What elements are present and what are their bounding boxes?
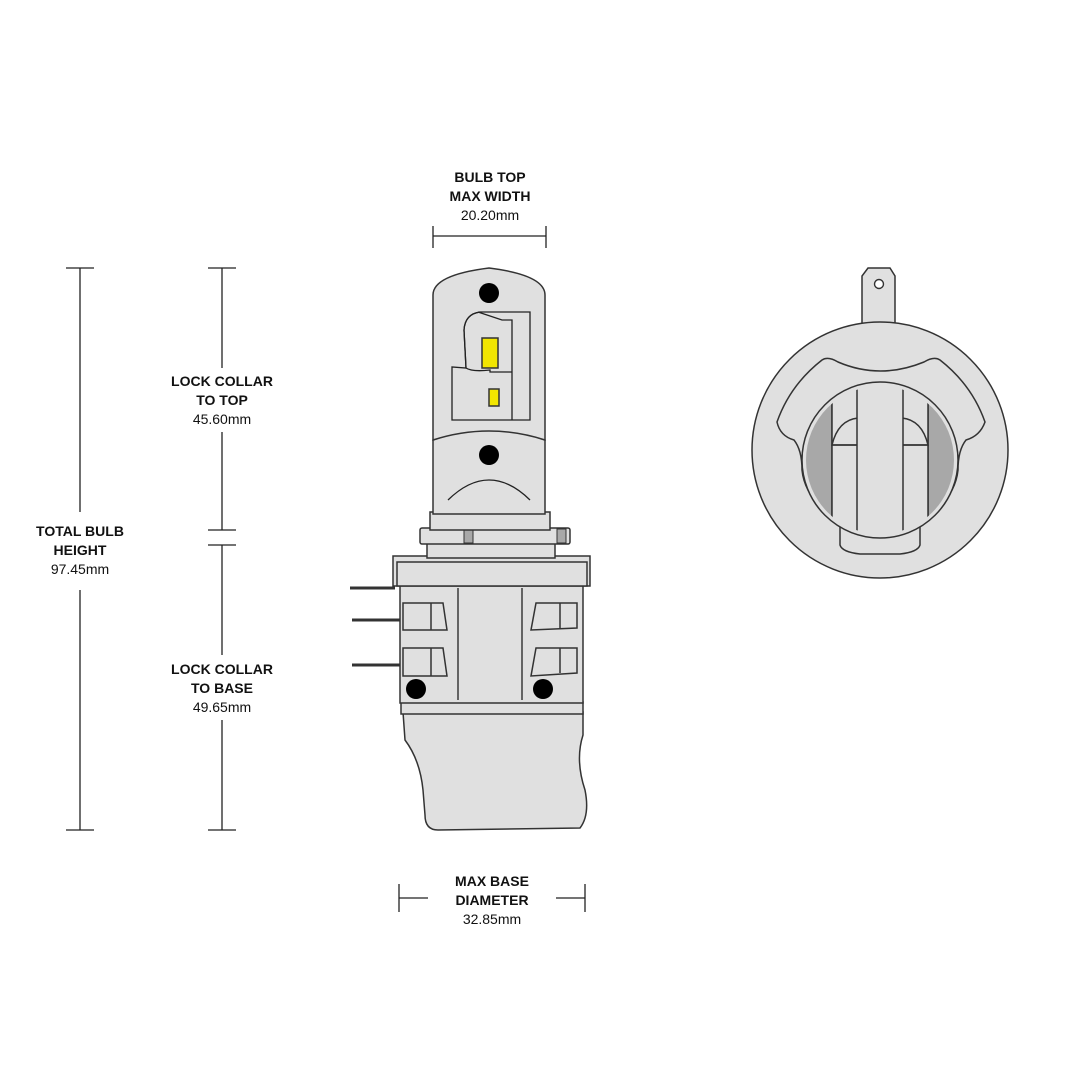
rivet-dot — [406, 679, 426, 699]
rivet-dot — [533, 679, 553, 699]
terminal-tab — [861, 267, 896, 326]
total-height-value: 97.45mm — [50, 561, 110, 577]
base-diameter-title-2: DIAMETER — [455, 892, 529, 908]
bulb-tail — [402, 711, 588, 831]
lock-collar-base-dimension-line — [208, 544, 236, 831]
lock-collar-base-title-1: LOCK COLLAR — [171, 661, 273, 677]
top-width-label: BULB TOP MAX WIDTH 20.20mm — [420, 168, 560, 225]
bulb-end-view — [751, 267, 1009, 579]
lock-collar-top-value: 45.60mm — [192, 411, 252, 427]
socket-slots — [402, 602, 578, 677]
total-height-title-1: TOTAL BULB — [36, 523, 124, 539]
base-diameter-value: 32.85mm — [462, 911, 522, 927]
lock-collar-top-label: LOCK COLLAR TO TOP 45.60mm — [152, 372, 292, 429]
lock-collar-top-dimension-line — [208, 267, 236, 531]
top-width-dimension-line — [432, 226, 547, 248]
top-width-title-2: MAX WIDTH — [449, 188, 531, 204]
led-chip-main — [481, 337, 499, 369]
base-diameter-label: MAX BASE DIAMETER 32.85mm — [422, 872, 562, 929]
lock-collar-base-label: LOCK COLLAR TO BASE 49.65mm — [152, 660, 292, 717]
total-height-label: TOTAL BULB HEIGHT 97.45mm — [10, 522, 150, 579]
lock-collar-base-value: 49.65mm — [192, 699, 252, 715]
top-width-title-1: BULB TOP — [454, 169, 526, 185]
total-height-title-2: HEIGHT — [53, 542, 107, 558]
lock-collar-top-title-2: TO TOP — [196, 392, 248, 408]
led-chip-small — [488, 388, 500, 407]
bulb-side-view — [350, 267, 591, 831]
lock-collar-base-title-2: TO BASE — [191, 680, 253, 696]
bulb-neck — [432, 429, 546, 515]
lock-collar-top-title-1: LOCK COLLAR — [171, 373, 273, 389]
top-width-value: 20.20mm — [460, 207, 520, 223]
total-height-dimension-line — [66, 267, 94, 831]
base-diameter-dimension-line — [398, 884, 586, 912]
base-diameter-title-1: MAX BASE — [455, 873, 529, 889]
